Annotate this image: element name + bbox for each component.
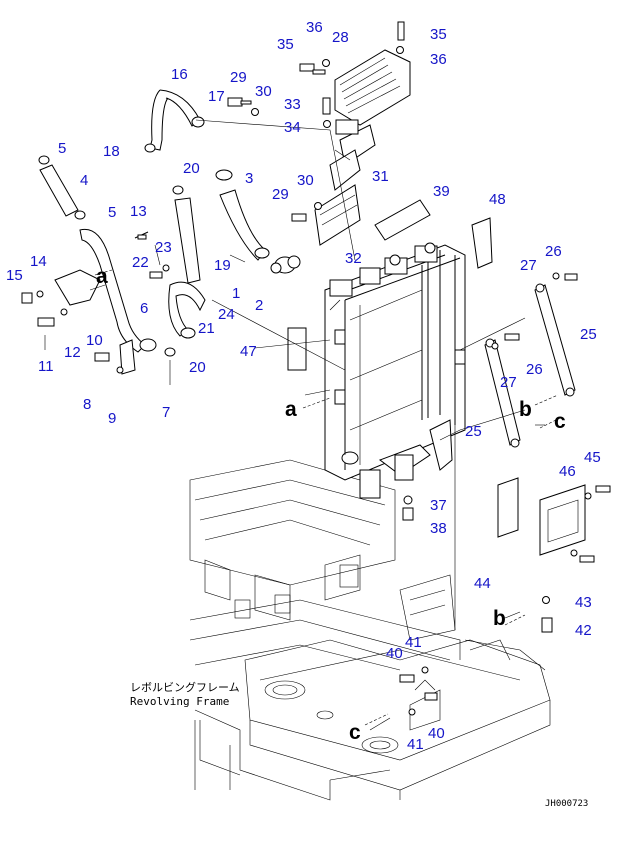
- top-bracket: [334, 49, 411, 126]
- callout-28: 28: [332, 29, 349, 46]
- callout-39: 39: [433, 183, 450, 200]
- letter-c-frame: c: [349, 721, 361, 744]
- callout-33: 33: [284, 96, 301, 113]
- fasteners: [21, 21, 611, 716]
- callout-24: 24: [218, 306, 235, 323]
- callout-23: 23: [155, 239, 172, 256]
- pad-47: [287, 327, 307, 371]
- callout-41b: 41: [407, 736, 424, 753]
- callout-labels: 1 2 3 4 5 5 6 7 8 9 10 11 12 13 14 15 16…: [6, 19, 601, 753]
- callout-46: 46: [559, 463, 576, 480]
- callout-25b: 25: [465, 423, 482, 440]
- callout-41a: 41: [405, 634, 422, 651]
- callout-47: 47: [240, 343, 257, 360]
- connection-letters: a a b b c c: [96, 265, 566, 744]
- callout-17: 17: [208, 88, 225, 105]
- callout-36b: 36: [430, 51, 447, 68]
- letter-c-stay: c: [554, 410, 566, 433]
- callout-43: 43: [575, 594, 592, 611]
- callout-5b: 5: [108, 204, 116, 221]
- callout-1: 1: [232, 285, 240, 302]
- letter-b-stay: b: [519, 398, 532, 421]
- callout-32: 32: [345, 250, 362, 267]
- callout-25a: 25: [580, 326, 597, 343]
- callout-11: 11: [38, 358, 54, 375]
- callout-8: 8: [83, 396, 91, 413]
- callout-29a: 29: [230, 69, 247, 86]
- callout-35b: 35: [430, 26, 447, 43]
- callout-40b: 40: [428, 725, 445, 742]
- callout-13: 13: [130, 203, 147, 220]
- callout-37: 37: [430, 497, 447, 514]
- callout-31: 31: [372, 168, 389, 185]
- callout-2: 2: [255, 297, 263, 314]
- callout-36a: 36: [306, 19, 323, 36]
- callout-26a: 26: [545, 243, 562, 260]
- callout-29b: 29: [272, 186, 289, 203]
- callout-10: 10: [86, 332, 103, 349]
- callout-7: 7: [162, 404, 170, 421]
- callout-45: 45: [584, 449, 601, 466]
- callout-48: 48: [489, 191, 506, 208]
- letter-a-left: a: [96, 265, 108, 288]
- callout-12: 12: [64, 344, 81, 361]
- callout-20a: 20: [183, 160, 200, 177]
- callout-6: 6: [140, 300, 148, 317]
- connection-arrows: [94, 269, 561, 726]
- bracket-45: [539, 484, 586, 556]
- callout-4: 4: [80, 172, 88, 189]
- leader-lines: [44, 119, 545, 731]
- callout-5a: 5: [58, 140, 66, 157]
- callout-21: 21: [198, 320, 215, 337]
- callout-3: 3: [245, 170, 253, 187]
- callout-18: 18: [103, 143, 120, 160]
- callout-27a: 27: [520, 257, 537, 274]
- callout-9: 9: [108, 410, 116, 427]
- callout-34: 34: [284, 119, 301, 136]
- callout-40a: 40: [386, 645, 403, 662]
- cover-44: [497, 477, 519, 538]
- callout-30b: 30: [297, 172, 314, 189]
- stay-assembly: [314, 119, 376, 246]
- letter-a-radiator: a: [285, 398, 297, 421]
- callout-44: 44: [474, 575, 491, 592]
- callout-14: 14: [30, 253, 47, 270]
- drawing-code: JH000723: [545, 799, 588, 809]
- radiator-assembly: [324, 242, 466, 499]
- plate-39: [374, 199, 431, 241]
- callout-42: 42: [575, 622, 592, 639]
- callout-26b: 26: [526, 361, 543, 378]
- callout-15: 15: [6, 267, 23, 284]
- letter-b-frame: b: [493, 607, 506, 630]
- caption-japanese: レボルビングフレーム: [130, 680, 240, 694]
- callout-22: 22: [132, 254, 149, 271]
- callout-20b: 20: [189, 359, 206, 376]
- callout-16: 16: [171, 66, 188, 83]
- caption-english: Revolving Frame: [130, 695, 229, 708]
- callout-27b: 27: [500, 374, 517, 391]
- callout-30a: 30: [255, 83, 272, 100]
- part-48: [471, 217, 493, 269]
- revolving-frame: [189, 459, 551, 801]
- callout-35a: 35: [277, 36, 294, 53]
- hoses: [38, 89, 296, 375]
- callout-38: 38: [430, 520, 447, 537]
- callout-19: 19: [214, 257, 231, 274]
